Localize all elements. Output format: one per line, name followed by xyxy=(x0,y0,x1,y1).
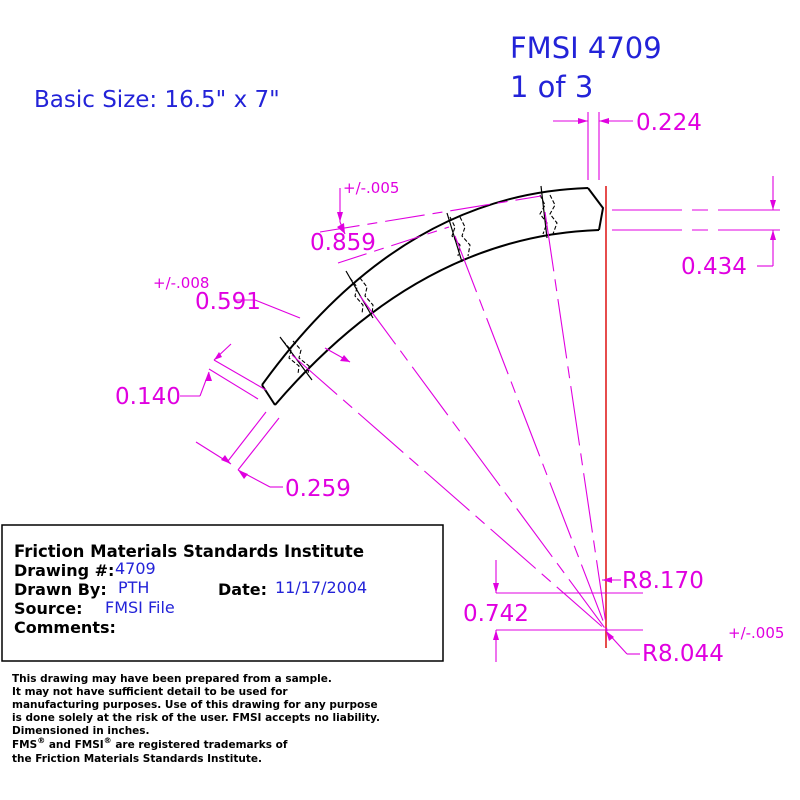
tol-005-top: +/-.005 xyxy=(343,179,399,197)
lining-outline xyxy=(261,187,605,406)
dim-0140: 0.140 xyxy=(115,384,181,410)
source-value: FMSI File xyxy=(105,598,175,617)
disclaimer-line: Dimensioned in inches. xyxy=(12,725,150,737)
tol-008: +/-.008 xyxy=(153,274,209,292)
drawn-by-label: Drawn By: xyxy=(14,580,107,599)
date-value: 11/17/2004 xyxy=(275,578,367,597)
registered-mark: ® xyxy=(37,736,45,745)
dim-0591: 0.591 xyxy=(195,289,261,315)
disclaimer: This drawing may have been prepared from… xyxy=(12,673,380,765)
slot-features xyxy=(282,194,558,375)
trademark-fms: FMS xyxy=(12,739,37,751)
dim-0224: 0.224 xyxy=(636,110,702,136)
comments-label: Comments: xyxy=(14,618,116,637)
tol-005-radius: +/-.005 xyxy=(728,624,784,642)
drawing-title: FMSI 4709 xyxy=(510,31,662,65)
basic-size-label: Basic Size: 16.5" x 7" xyxy=(34,87,280,113)
dim-0434: 0.434 xyxy=(681,254,747,280)
institute-name: Friction Materials Standards Institute xyxy=(14,542,364,561)
drawn-by-value: PTH xyxy=(118,578,149,597)
disclaimer-trademark-line: FMS® and FMSI® are registered trademarks… xyxy=(12,736,288,751)
disclaimer-line: the Friction Materials Standards Institu… xyxy=(12,753,262,765)
disclaimer-line: This drawing may have been prepared from… xyxy=(12,673,332,685)
sheet-number: 1 of 3 xyxy=(510,70,593,104)
trademark-and-fmsi: and FMSI xyxy=(45,739,103,751)
dim-0259: 0.259 xyxy=(285,476,351,502)
black-ticks xyxy=(279,185,548,381)
source-label: Source: xyxy=(14,599,83,618)
registered-mark: ® xyxy=(104,736,112,745)
disclaimer-line: It may not have sufficient detail to be … xyxy=(12,686,288,698)
title-block-frame xyxy=(1,524,444,662)
arrowheads xyxy=(205,118,776,641)
drawing-number-value: 4709 xyxy=(115,559,156,578)
trademark-text: are registered trademarks of xyxy=(112,739,288,751)
date-label: Date: xyxy=(218,580,267,599)
dim-0742: 0.742 xyxy=(463,601,529,627)
disclaimer-line: manufacturing purposes. Use of this draw… xyxy=(12,699,378,711)
drawing-number-label: Drawing #: xyxy=(14,561,114,580)
dim-0859: 0.859 xyxy=(310,230,376,256)
radius-8170: R8.170 xyxy=(622,568,704,594)
radius-8044: R8.044 xyxy=(642,641,724,667)
disclaimer-line: is done solely at the risk of the user. … xyxy=(12,712,380,724)
